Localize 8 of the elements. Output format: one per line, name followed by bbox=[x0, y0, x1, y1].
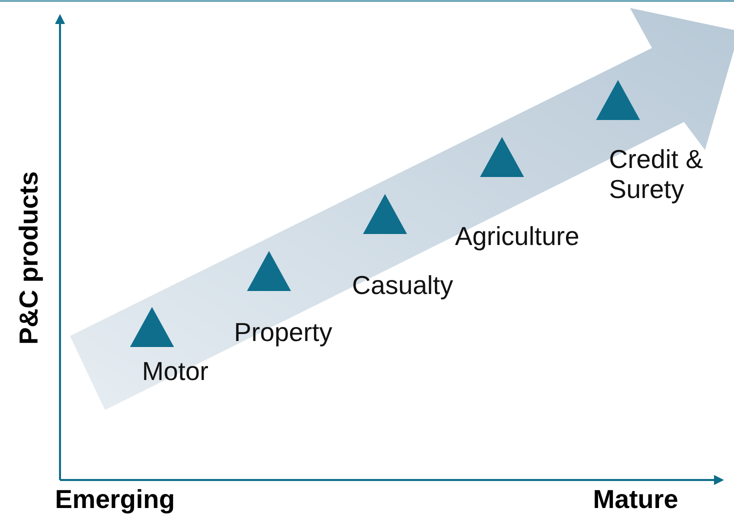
category-label: Motor bbox=[142, 356, 210, 386]
category-label: Casualty bbox=[352, 270, 454, 300]
axis-end-label: Mature bbox=[593, 484, 678, 514]
category-label: Credit & Surety bbox=[609, 144, 704, 204]
axis-end-label: Emerging bbox=[55, 484, 175, 514]
category-label: Agriculture bbox=[455, 221, 580, 251]
axis-title: P&C products bbox=[13, 171, 44, 345]
category-label: Property bbox=[234, 317, 334, 347]
